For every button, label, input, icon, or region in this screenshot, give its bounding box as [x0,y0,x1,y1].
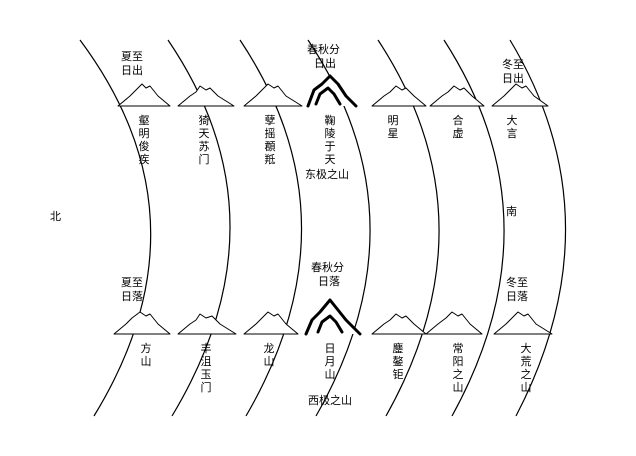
equinox-sunset-line1: 春秋分 [311,260,344,274]
arc-7 [509,39,567,417]
mountain-bold-icon [304,298,362,336]
mountain-bold-icon [306,74,358,108]
arc-1 [79,39,152,417]
summer-sunrise-line2: 日出 [121,63,143,77]
summer-sunrise-line1: 夏至 [121,50,143,63]
sunrise-mountain-name-6: 合虚 [453,113,464,140]
winter-sunrise-line1: 冬至 [502,57,524,71]
sunset-mountain-name-4: 日月山 [325,342,336,381]
equinox-sunrise-line2: 日出 [314,56,336,70]
sunset-mountain-name-2: 丰沮玉门 [201,342,212,394]
sunrise-mountain-name-1: 壑明俊疾 [139,113,150,166]
mountain-icon [113,311,171,335]
sunrise-mountain-name-5: 明星 [388,114,399,140]
mountain-icon [371,313,427,335]
mountain-icon [243,83,303,107]
sunset-mountain-name-5: 鏖鏊钜 [393,341,404,381]
mountain-icon [117,83,171,107]
equinox-sunrise-line1: 春秋分 [307,42,340,56]
mountain-icon [493,311,553,335]
summer-sunset-line2: 日落 [121,290,143,303]
mountain-icon [491,83,549,107]
east-pole-label: 东极之山 [305,167,349,181]
sunrise-mountain-name-2: 猗天苏门 [199,114,210,166]
west-pole-label: 西极之山 [308,393,352,407]
winter-sunset-line2: 日落 [506,290,528,303]
south-label: 南 [506,205,517,218]
mountain-icon [371,85,427,107]
sunset-mountain-name-1: 方山 [141,341,152,368]
equinox-sunset-line2: 日落 [318,275,340,288]
sunrise-mountain-row [117,74,549,108]
north-label: 北 [50,210,61,223]
summer-sunset-line1: 夏至 [121,276,143,289]
sunrise-mountain-name-3: 孽摇頵羝 [265,113,276,166]
mountain-icon [177,313,237,335]
sunset-mountain-name-3: 龙山 [264,342,275,368]
winter-sunset-line1: 冬至 [506,275,528,289]
mountain-icon [429,85,485,107]
mountain-icon [243,311,299,335]
sunrise-mountain-names: 壑明俊疾 猗天苏门 孽摇頵羝 鞠陵于天 明星 合虚 大言 [139,113,518,166]
sunrise-mountain-name-4: 鞠陵于天 [325,113,336,166]
sunset-mountain-names: 方山 丰沮玉门 龙山 日月山 鏖鏊钜 常阳之山 大荒之山 [141,341,532,394]
winter-sunrise-line2: 日出 [502,71,524,85]
sunrise-mountain-name-7: 大言 [507,113,518,140]
arc-6 [443,39,505,417]
sunset-mountain-name-7: 大荒之山 [521,341,532,394]
arc-2 [167,39,231,417]
mountain-icon [177,85,235,107]
mountain-icon [425,311,483,335]
sunset-mountain-row [113,298,553,336]
sunset-mountain-name-6: 常阳之山 [453,342,464,394]
